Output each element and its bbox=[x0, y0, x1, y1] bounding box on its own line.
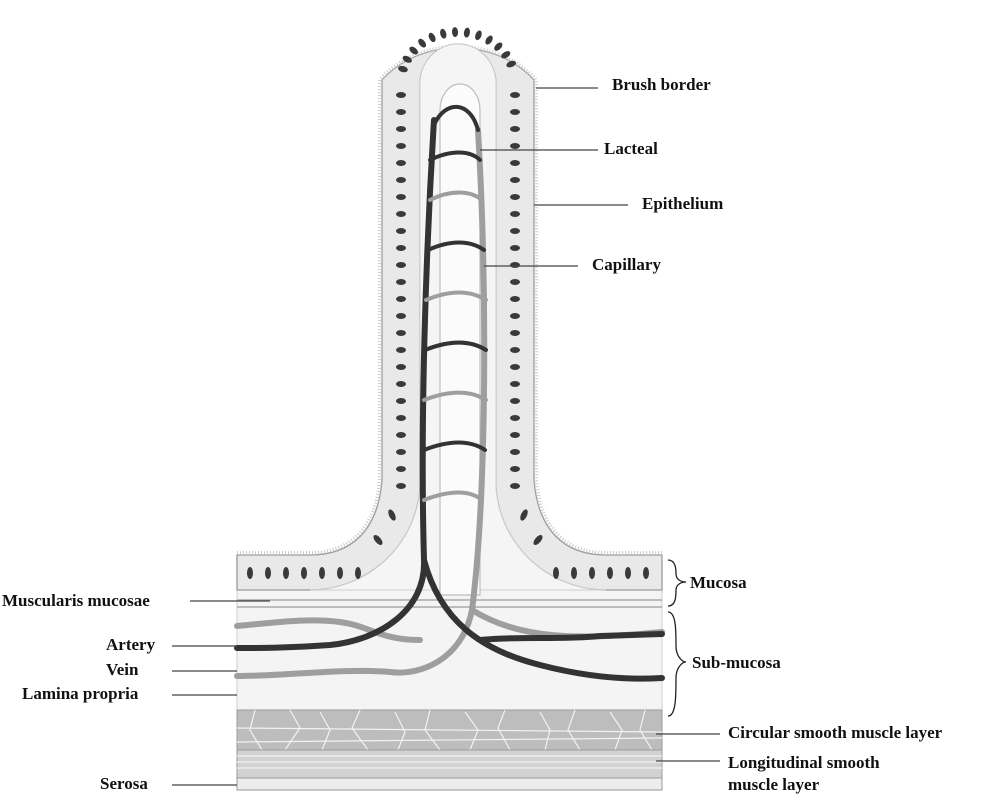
nucleus bbox=[452, 27, 459, 37]
nucleus bbox=[510, 211, 520, 217]
nucleus bbox=[396, 211, 406, 217]
braces bbox=[668, 560, 686, 716]
lacteal-vessel bbox=[440, 84, 480, 595]
nucleus bbox=[396, 364, 406, 370]
nucleus bbox=[396, 228, 406, 234]
nucleus bbox=[510, 381, 520, 387]
nucleus bbox=[643, 567, 649, 579]
nucleus bbox=[463, 27, 470, 38]
nucleus bbox=[396, 245, 406, 251]
nucleus bbox=[265, 567, 271, 579]
nucleus bbox=[510, 483, 520, 489]
nucleus bbox=[319, 567, 325, 579]
label-longitudinal-muscle-2: muscle layer bbox=[728, 775, 820, 794]
label-artery: Artery bbox=[106, 635, 156, 654]
nucleus bbox=[396, 279, 406, 285]
nucleus bbox=[510, 398, 520, 404]
nucleus bbox=[510, 432, 520, 438]
label-capillary: Capillary bbox=[592, 255, 661, 274]
nucleus bbox=[571, 567, 577, 579]
nucleus bbox=[396, 313, 406, 319]
nucleus bbox=[510, 143, 520, 149]
label-longitudinal-muscle-1: Longitudinal smooth bbox=[728, 753, 880, 772]
serosa-tissue bbox=[237, 778, 662, 790]
label-brush-border: Brush border bbox=[612, 75, 711, 94]
nucleus bbox=[510, 449, 520, 455]
nucleus bbox=[396, 483, 406, 489]
nucleus bbox=[553, 567, 559, 579]
nucleus bbox=[474, 30, 483, 41]
nucleus bbox=[510, 160, 520, 166]
nucleus bbox=[417, 37, 428, 49]
nucleus bbox=[510, 313, 520, 319]
nucleus bbox=[355, 567, 361, 579]
nucleus bbox=[408, 45, 420, 56]
nucleus bbox=[510, 347, 520, 353]
nucleus bbox=[427, 32, 437, 44]
nucleus bbox=[589, 567, 595, 579]
longitudinal-muscle-tissue bbox=[237, 750, 662, 778]
nucleus bbox=[396, 415, 406, 421]
nucleus bbox=[510, 415, 520, 421]
label-lacteal: Lacteal bbox=[604, 139, 658, 158]
label-muscularis-mucosae: Muscularis mucosae bbox=[2, 591, 150, 610]
nucleus bbox=[396, 432, 406, 438]
label-serosa: Serosa bbox=[100, 774, 148, 793]
nucleus bbox=[396, 347, 406, 353]
label-mucosa: Mucosa bbox=[690, 573, 747, 592]
nucleus bbox=[396, 296, 406, 302]
nucleus bbox=[625, 567, 631, 579]
nucleus bbox=[493, 41, 504, 52]
label-sub-mucosa: Sub-mucosa bbox=[692, 653, 781, 672]
nucleus bbox=[510, 177, 520, 183]
nucleus bbox=[510, 296, 520, 302]
nucleus bbox=[510, 92, 520, 98]
nucleus bbox=[510, 279, 520, 285]
nucleus bbox=[396, 449, 406, 455]
submucosa-brace bbox=[668, 612, 686, 716]
nucleus bbox=[510, 262, 520, 268]
nucleus bbox=[510, 228, 520, 234]
nucleus bbox=[510, 109, 520, 115]
label-lamina-propria: Lamina propria bbox=[22, 684, 139, 703]
nucleus bbox=[396, 398, 406, 404]
nucleus bbox=[510, 466, 520, 472]
nucleus bbox=[607, 567, 613, 579]
nucleus bbox=[439, 28, 447, 39]
nucleus bbox=[396, 466, 406, 472]
nucleus bbox=[396, 92, 406, 98]
nucleus bbox=[510, 126, 520, 132]
nucleus bbox=[396, 194, 406, 200]
nucleus bbox=[396, 126, 406, 132]
nucleus bbox=[396, 381, 406, 387]
mucosa-brace bbox=[668, 560, 686, 606]
label-epithelium: Epithelium bbox=[642, 194, 723, 213]
label-circular-muscle: Circular smooth muscle layer bbox=[728, 723, 943, 742]
nucleus bbox=[247, 567, 253, 579]
nucleus bbox=[283, 567, 289, 579]
nucleus bbox=[510, 364, 520, 370]
nucleus bbox=[484, 34, 494, 46]
nucleus bbox=[396, 143, 406, 149]
nucleus bbox=[396, 160, 406, 166]
nucleus bbox=[510, 245, 520, 251]
nucleus bbox=[510, 330, 520, 336]
nucleus bbox=[337, 567, 343, 579]
nucleus bbox=[396, 109, 406, 115]
nucleus bbox=[396, 330, 406, 336]
nucleus bbox=[396, 262, 406, 268]
nucleus bbox=[301, 567, 307, 579]
nucleus bbox=[510, 194, 520, 200]
nucleus bbox=[396, 177, 406, 183]
label-vein: Vein bbox=[106, 660, 139, 679]
